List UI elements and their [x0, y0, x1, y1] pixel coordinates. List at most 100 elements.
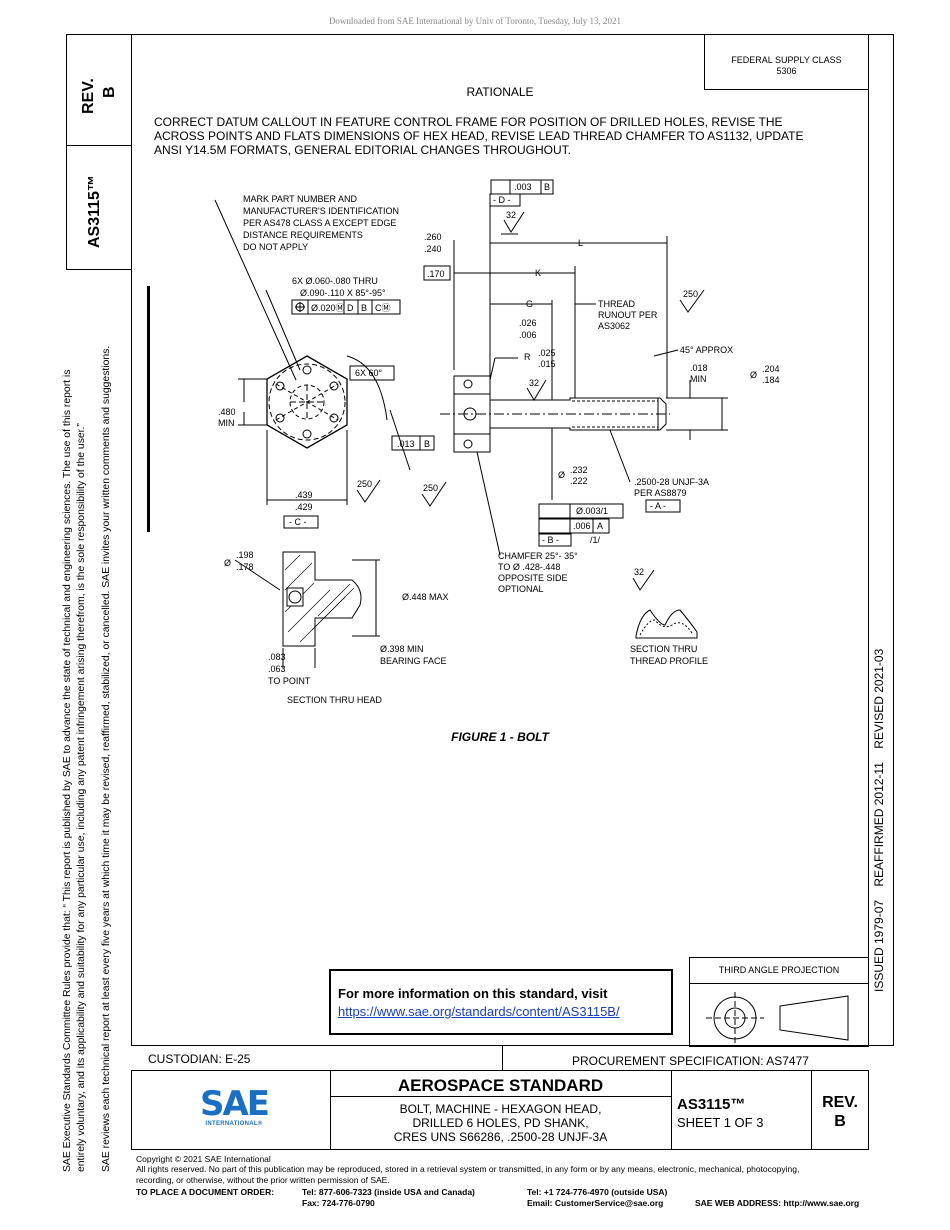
runout-006-datum: A [597, 521, 603, 531]
straightness-tol: Ø.003/1 [576, 506, 608, 516]
thread-profile [635, 609, 698, 639]
info-box-text: For more information on this standard, v… [338, 986, 608, 1001]
rationale-line2: ACROSS POINTS AND FLATS DIMENSIONS OF HE… [154, 129, 804, 143]
bolt-shank [490, 397, 667, 431]
dim-026: .026 [519, 318, 537, 328]
title-rev-label: REV. [822, 1094, 858, 1111]
runout-013-datum: B [424, 439, 430, 449]
dim-184: .184 [762, 375, 780, 385]
right-history-strip [868, 34, 894, 1046]
standard-link[interactable]: https://www.sae.org/standards/content/AS… [338, 1004, 620, 1019]
custodian-divider [502, 1045, 503, 1071]
rights-line-1: All rights reserved. No part of this pub… [136, 1164, 800, 1174]
finish-250-a: 250 [357, 479, 372, 489]
left-strip-divider [66, 145, 132, 146]
dim-g: G [526, 299, 533, 309]
dia-symbol-shank: Ø [558, 470, 565, 480]
dim-204: .204 [762, 364, 780, 374]
position-datum-1: D [347, 303, 354, 313]
dim-232: .232 [570, 465, 588, 475]
email: Email: CustomerService@sae.org [527, 1198, 664, 1208]
tb-divider-2 [671, 1070, 672, 1150]
title-doc-number: AS3115™ [677, 1096, 746, 1113]
dim-480: .480 [218, 407, 236, 417]
mark-note-1: MARK PART NUMBER AND [243, 194, 358, 204]
rationale-title: RATIONALE [466, 85, 534, 99]
figure-caption: FIGURE 1 - BOLT [451, 730, 549, 744]
datum-d: - D - [493, 195, 511, 205]
change-bar [147, 286, 150, 532]
supply-class-line1: FEDERAL SUPPLY CLASS [731, 55, 842, 65]
chamfer-note-4: OPTIONAL [498, 584, 544, 594]
dim-r: R [524, 352, 531, 362]
finish-250-c: 250 [683, 289, 698, 299]
runout-006: .006 [573, 521, 591, 531]
tb-divider-3 [811, 1070, 812, 1150]
section-head-label: SECTION THRU HEAD [287, 695, 382, 705]
title-desc-3: CRES UNS S66286, .2500-28 UNJF-3A [393, 1130, 608, 1144]
procurement: PROCUREMENT SPECIFICATION: AS7477 [572, 1054, 809, 1068]
thread-spec-1: .2500-28 UNJF-3A [634, 477, 709, 487]
title-block [131, 1070, 869, 1150]
thread-spec-2: PER AS8879 [634, 488, 687, 498]
mark-note-4: DISTANCE REQUIREMENTS [243, 230, 363, 240]
download-note: Downloaded from SAE International by Uni… [328, 16, 622, 26]
third-angle-box [689, 957, 869, 1047]
third-angle-label: THIRD ANGLE PROJECTION [718, 965, 840, 975]
holes-note-1: 6X Ø.060-.080 THRU [292, 276, 378, 286]
title-rev-value: B [834, 1113, 846, 1130]
dim-006: .006 [519, 330, 537, 340]
supply-class-line2: 5306 [776, 66, 797, 76]
dim-429: .429 [295, 502, 313, 512]
position-datum-3: CⓂ [375, 303, 391, 313]
section-thread-2: THREAD PROFILE [630, 656, 708, 666]
finish-32-c: 32 [634, 567, 644, 577]
dim-l: L [578, 238, 583, 248]
dim-025: .025 [538, 348, 556, 358]
runout-note-3: AS3062 [598, 321, 630, 331]
runout-note-2: RUNOUT PER [598, 310, 658, 320]
dim-063: .063 [268, 664, 286, 674]
datum-a: - A - [650, 501, 666, 511]
custodian-row [131, 1045, 869, 1071]
rationale-line3: ANSI Y14.5M FORMATS, GENERAL EDITORIAL C… [154, 143, 571, 157]
hex-head-circle [268, 363, 346, 441]
dim-222: .222 [570, 476, 588, 486]
dim-198: .198 [236, 550, 254, 560]
title-heading: AEROSPACE STANDARD [397, 1076, 604, 1095]
third-angle-divider [689, 983, 869, 984]
dim-170: .170 [427, 269, 445, 279]
dim-448-max: Ø.448 MAX [402, 592, 449, 602]
position-datum-2: B [361, 303, 367, 313]
position-tolerance: Ø.020Ⓜ [311, 303, 345, 313]
section-thread-1: SECTION THRU [630, 644, 697, 654]
sae-logo-subtext: INTERNATIONAL® [205, 1121, 263, 1127]
finish-32-b: 32 [529, 378, 539, 388]
chamfer-45: 45° APPROX [680, 345, 733, 355]
flatness-datum: B [544, 182, 550, 192]
tb-divider-1 [330, 1070, 331, 1150]
dim-398-min: Ø.398 MIN [380, 644, 424, 654]
section-thru-head [282, 551, 362, 647]
bolt-drawing: MARK PART NUMBER AND MANUFACTURER'S IDEN… [214, 179, 780, 705]
chamfer-note-1: CHAMFER 25°- 35° [498, 551, 578, 561]
copyright: Copyright © 2021 SAE International [136, 1154, 271, 1164]
fax: Fax: 724-776-0790 [302, 1198, 375, 1208]
supply-class-box [704, 34, 869, 90]
rationale-line1: CORRECT DATUM CALLOUT IN FEATURE CONTROL… [154, 115, 783, 129]
tb-heading-underline [330, 1096, 671, 1097]
dim-083: .083 [268, 652, 286, 662]
dim-k: K [535, 268, 541, 278]
runout-013: .013 [397, 439, 415, 449]
dim-018-min: MIN [690, 374, 707, 384]
mark-note-5: DO NOT APPLY [243, 242, 308, 252]
flatness-003: .003 [514, 182, 532, 192]
dim-260: .260 [424, 232, 442, 242]
dim-480-min: MIN [218, 418, 235, 428]
tel-intl: Tel: +1 724-776-4970 (outside USA) [527, 1187, 668, 1197]
projection-symbol [706, 992, 849, 1044]
dia-symbol-hole: Ø [224, 558, 231, 568]
mark-note-3: PER AS478 CLASS A EXCEPT EDGE [243, 218, 396, 228]
left-title-strip [66, 34, 132, 270]
finish-32-a: 32 [506, 210, 516, 220]
